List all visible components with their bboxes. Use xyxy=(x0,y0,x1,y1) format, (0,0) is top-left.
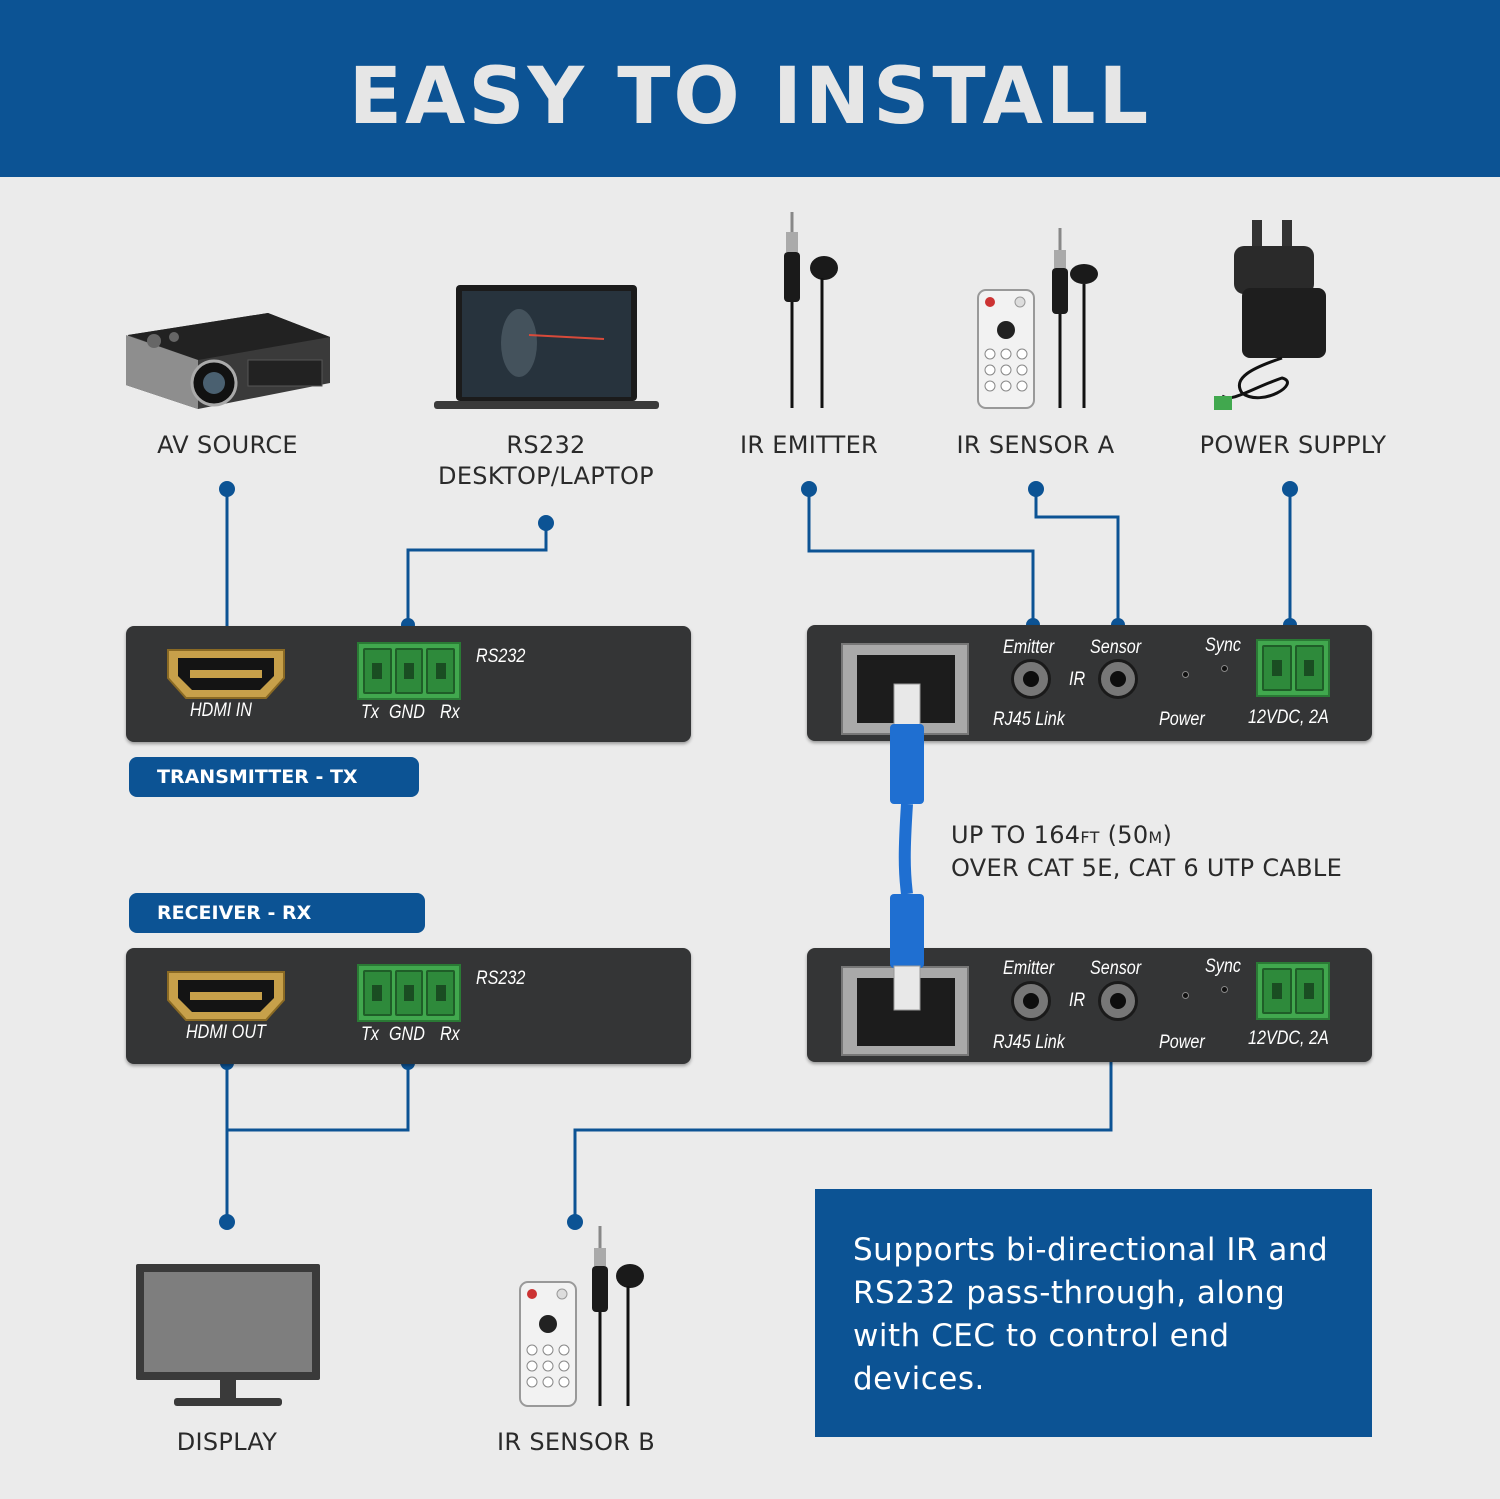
tx-sensor-label: Sensor xyxy=(1090,637,1142,658)
rx-sensor-label: Sensor xyxy=(1090,958,1142,979)
hdmi-out-port xyxy=(167,971,285,1021)
node-display xyxy=(219,1214,235,1230)
cable-spec-line2: OVER CAT 5E, CAT 6 UTP CABLE xyxy=(951,854,1343,882)
rx-power-led xyxy=(1182,992,1189,999)
wire-ir-emitter xyxy=(807,489,1035,625)
rx-emitter-label: Emitter xyxy=(1003,958,1055,979)
rx-rs232-terminal xyxy=(357,964,461,1022)
tx-power-led xyxy=(1182,671,1189,678)
tx-emitter-label: Emitter xyxy=(1003,637,1055,658)
label-ir-emitter: IR EMITTER xyxy=(739,431,879,459)
rx-ir-label: IR xyxy=(1069,990,1086,1011)
power-adapter-icon xyxy=(1214,220,1326,410)
node-ir-sensor-b xyxy=(567,1214,583,1230)
ir-sensor-a-icon xyxy=(1052,228,1098,408)
node-ir-sensor-a xyxy=(1028,481,1044,497)
rx-sync-led xyxy=(1221,986,1228,993)
transmitter-tag: TRANSMITTER - TX xyxy=(129,757,419,797)
label-rs232: RS232 DESKTOP/LAPTOP xyxy=(400,430,692,492)
label-ir-sensor-a: IR SENSOR A xyxy=(956,431,1115,459)
rx-rx-label: Rx xyxy=(440,1024,460,1045)
node-ir-emitter xyxy=(801,481,817,497)
ir-emitter-icon xyxy=(784,212,838,408)
tx-power-label: Power xyxy=(1159,709,1205,730)
label-display: DISPLAY xyxy=(176,1428,278,1456)
remote-icon xyxy=(977,289,1035,409)
laptop-icon xyxy=(434,285,659,409)
cable-spec-line1: UP TO 164FT (50M) xyxy=(951,820,1342,853)
label-rs232-line2: DESKTOP/LAPTOP xyxy=(438,462,654,490)
label-rs232-line1: RS232 xyxy=(506,431,586,459)
tx-front-panel: HDMI IN RS232 Tx GND Rx xyxy=(126,626,691,742)
wire-ir-sensor-a xyxy=(1034,489,1120,625)
feature-note: Supports bi-directional IR and RS232 pas… xyxy=(815,1189,1372,1437)
rx-front-panel: HDMI OUT RS232 Tx GND Rx xyxy=(126,948,691,1064)
label-av-source: AV SOURCE xyxy=(157,431,298,459)
tx-rx-label: Rx xyxy=(440,702,460,723)
header-banner xyxy=(0,0,1500,177)
tx-dc-terminal xyxy=(1256,639,1330,697)
rx-gnd-label: GND xyxy=(389,1024,425,1045)
rx-rear-panel: RJ45 Link Emitter Sensor IR Sync Power 1… xyxy=(807,948,1372,1062)
receiver-tag: RECEIVER - RX xyxy=(129,893,425,933)
tx-rj45-link-label: RJ45 Link xyxy=(993,709,1065,730)
cable-unit-m: M xyxy=(1148,828,1163,847)
rx-rj45-link-label: RJ45 Link xyxy=(993,1032,1065,1053)
cable-length-ft: UP TO 164 xyxy=(951,821,1081,849)
hdmi-in-port xyxy=(167,649,285,699)
cable-close-paren: ) xyxy=(1162,821,1173,849)
rx-power-label: Power xyxy=(1159,1032,1205,1053)
wire-rs232 xyxy=(406,523,548,625)
cable-unit-ft: FT xyxy=(1080,828,1100,847)
node-power-supply xyxy=(1282,481,1298,497)
tx-sync-label: Sync xyxy=(1205,635,1241,656)
wire-display-rs232 xyxy=(227,1063,410,1132)
remote-b-icon xyxy=(519,1281,577,1407)
projector-icon xyxy=(126,313,330,409)
tx-tx-label: Tx xyxy=(361,702,379,723)
tx-sensor-jack xyxy=(1098,659,1138,699)
rx-sensor-jack xyxy=(1098,981,1138,1021)
tx-rs232-label: RS232 xyxy=(476,646,526,667)
node-rs232 xyxy=(538,515,554,531)
tx-sync-led xyxy=(1221,665,1228,672)
node-av-source xyxy=(219,481,235,497)
wire-ir-sensor-b xyxy=(573,1055,1113,1222)
tx-gnd-label: GND xyxy=(389,702,425,723)
hdmi-out-label: HDMI OUT xyxy=(186,1022,266,1043)
label-power-supply: POWER SUPPLY xyxy=(1199,431,1387,459)
monitor-icon xyxy=(136,1264,320,1406)
ethernet-cable xyxy=(890,683,924,1011)
label-ir-sensor-b: IR SENSOR B xyxy=(497,1428,655,1456)
rx-rs232-label: RS232 xyxy=(476,968,526,989)
tx-dc-label: 12VDC, 2A xyxy=(1248,707,1329,728)
rx-emitter-jack xyxy=(1011,981,1051,1021)
tx-ir-label: IR xyxy=(1069,669,1086,690)
cable-length-m: (50 xyxy=(1099,821,1149,849)
rx-tx-label: Tx xyxy=(361,1024,379,1045)
rx-dc-terminal xyxy=(1256,962,1330,1020)
rx-dc-label: 12VDC, 2A xyxy=(1248,1028,1329,1049)
rx-sync-label: Sync xyxy=(1205,956,1241,977)
tx-rs232-terminal xyxy=(357,642,461,700)
cable-spec: UP TO 164FT (50M) OVER CAT 5E, CAT 6 UTP… xyxy=(951,820,1342,884)
tx-emitter-jack xyxy=(1011,659,1051,699)
ir-sensor-b-icon xyxy=(592,1226,644,1406)
page-title: EASY TO INSTALL xyxy=(348,52,1152,142)
hdmi-in-label: HDMI IN xyxy=(190,700,252,721)
